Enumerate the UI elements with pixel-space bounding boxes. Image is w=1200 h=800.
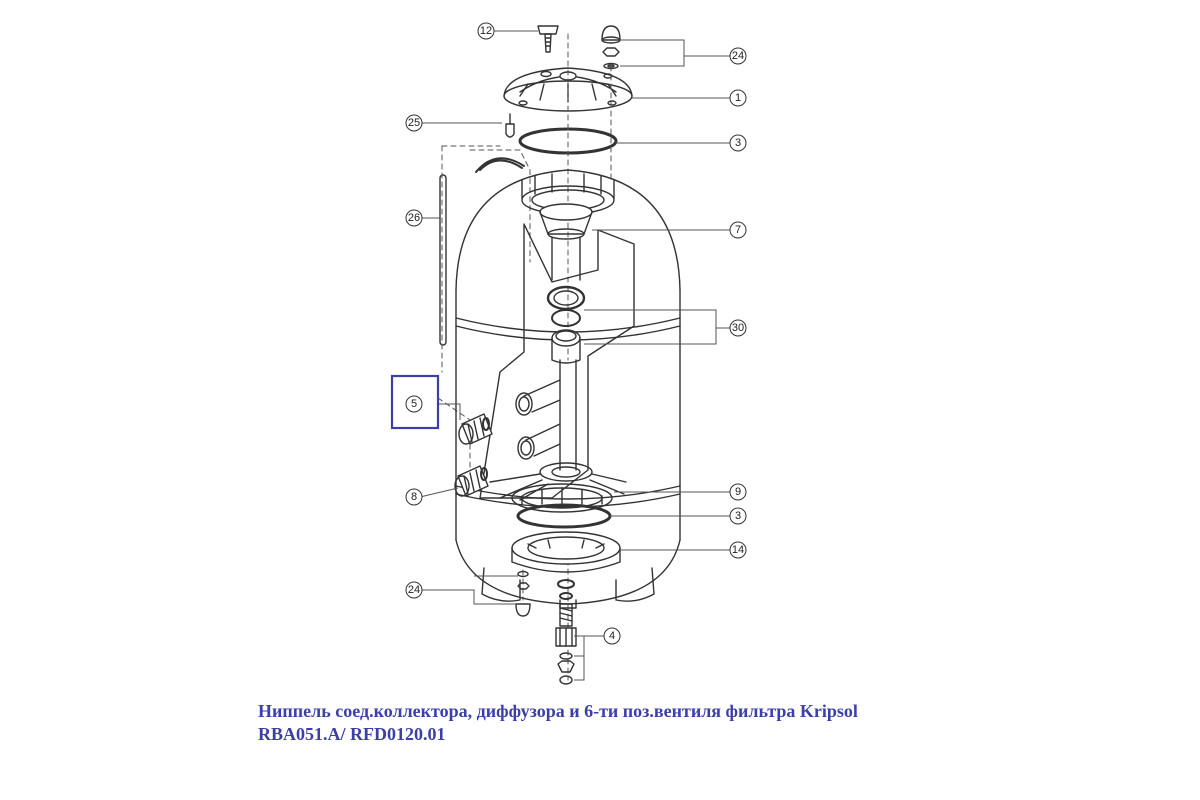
part-8-nipple	[454, 465, 489, 497]
callout-30: 30	[732, 322, 744, 334]
callout-24-top: 24	[732, 50, 744, 62]
caption-line-1: Ниппель соед.коллектора, диффузора и 6-т…	[258, 701, 858, 721]
callout-3-bottom: 3	[735, 510, 741, 522]
part-12-screw	[537, 25, 559, 53]
part-9-retainer	[511, 483, 613, 513]
highlight-box	[390, 374, 440, 430]
part-26-rod	[439, 174, 447, 346]
collector-pipes	[515, 359, 577, 471]
callout-8: 8	[411, 491, 417, 503]
filter-exploded-diagram: 12 24 1 25 3 7 26 30 5 9 3 8 14 24 4	[390, 22, 747, 685]
callout-4: 4	[609, 630, 615, 642]
product-caption: Ниппель соед.коллектора, диффузора и 6-т…	[258, 700, 1158, 746]
callout-12: 12	[480, 25, 492, 37]
callout-24-bottom: 24	[408, 584, 420, 596]
part-24-top-fasteners	[601, 25, 621, 70]
part-14-flange	[511, 531, 621, 573]
caption-line-2: RBA051.A/ RFD0120.01	[258, 724, 446, 744]
callout-3-top: 3	[735, 137, 741, 149]
spring-clip	[475, 157, 525, 173]
callout-14: 14	[732, 544, 744, 556]
part-7-diffuser	[539, 203, 593, 281]
callout-5: 5	[411, 398, 417, 410]
part-25-valve	[505, 113, 515, 138]
part-4-drain	[555, 579, 577, 685]
part-24-bottom-fasteners	[515, 570, 531, 617]
part-1-lid	[503, 67, 633, 112]
callout-1: 1	[735, 92, 741, 104]
laterals	[489, 462, 627, 501]
callout-circles	[405, 22, 747, 645]
part-30-rings	[546, 285, 586, 364]
leader-lines	[414, 30, 730, 681]
part-5-nipple	[458, 413, 493, 445]
callout-7: 7	[735, 224, 741, 236]
callout-25: 25	[408, 117, 420, 129]
callout-9: 9	[735, 486, 741, 498]
callout-26: 26	[408, 212, 420, 224]
